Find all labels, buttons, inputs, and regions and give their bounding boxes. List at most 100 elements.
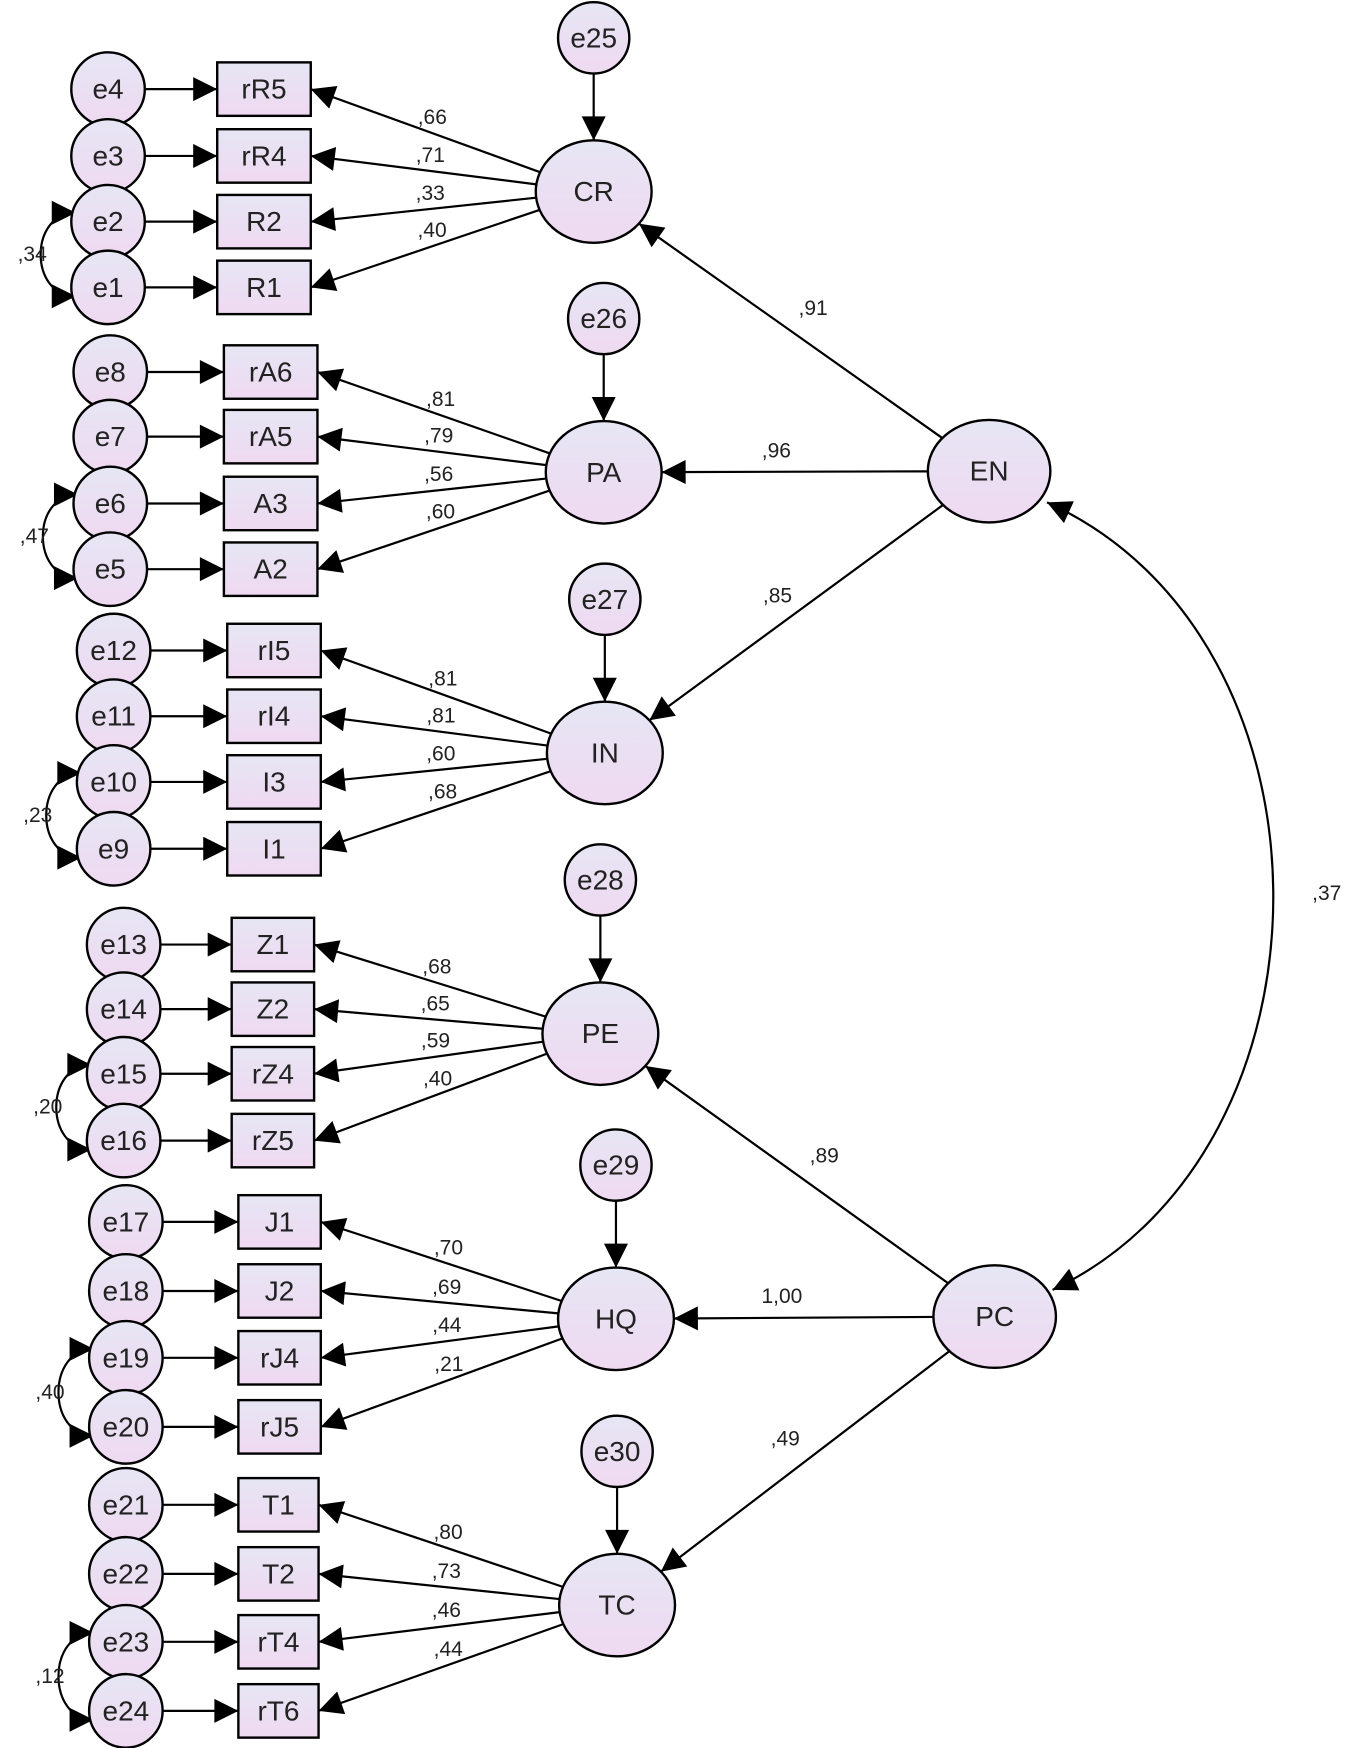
indicator-box-ri5	[226, 622, 322, 679]
latent-label-cr: CR	[573, 176, 613, 207]
loading-label-rt6: ,44	[434, 1638, 464, 1661]
disturbance-label-e30: e30	[594, 1436, 641, 1467]
error-label-e7: e7	[95, 421, 126, 452]
error-label-e2: e2	[92, 206, 123, 237]
latent-label-pe: PE	[582, 1018, 619, 1049]
error-e16	[85, 1102, 162, 1179]
loading-label-i1: ,68	[428, 781, 457, 804]
latent-factor-pe	[541, 981, 660, 1087]
loading-label-ri5: ,81	[428, 667, 457, 690]
indicator-box-t1	[237, 1476, 320, 1533]
indicator-label-rz4: rZ4	[252, 1058, 294, 1089]
indicator-box-j1	[237, 1193, 322, 1250]
loading-arrow-rt6	[318, 1623, 564, 1715]
error-label-e18: e18	[103, 1275, 150, 1306]
structural-label-en-in: ,85	[763, 584, 792, 607]
indicator-box-rt4	[237, 1613, 320, 1670]
disturbance-e27	[567, 562, 642, 637]
error-covariance-arc-1	[41, 482, 78, 591]
loading-arrow-rr5	[310, 85, 541, 174]
latent-label-in: IN	[591, 737, 619, 768]
loading-arrow-a3	[317, 477, 547, 513]
structural-label-pc-pe: ,89	[810, 1145, 839, 1168]
error-label-e16: e16	[100, 1125, 147, 1156]
indicator-box-j2	[237, 1263, 322, 1319]
indicator-box-i1	[226, 820, 322, 877]
latent-factor-in	[545, 700, 664, 806]
latent-factor-cr	[534, 139, 653, 245]
indicator-box-i3	[226, 753, 322, 810]
indicator-box-r2	[216, 193, 312, 250]
indicator-label-j2: J2	[265, 1275, 295, 1306]
indicator-box-ri4	[226, 688, 322, 745]
error-covariance-label-2: ,23	[23, 804, 52, 827]
loading-arrow-z1	[313, 940, 547, 1018]
disturbance-label-e26: e26	[580, 303, 627, 334]
error-label-e11: e11	[91, 701, 136, 732]
disturbance-label-e28: e28	[577, 864, 624, 895]
loading-arrow-i1	[320, 770, 552, 853]
disturbance-e26	[566, 281, 641, 356]
error-label-e21: e21	[103, 1489, 150, 1520]
structural-arrow-en-pa	[661, 460, 928, 485]
loading-arrow-t2	[318, 1564, 560, 1601]
loading-arrow-rt4	[318, 1611, 560, 1651]
loading-label-rr4: ,71	[416, 144, 445, 167]
loading-label-t2: ,73	[432, 1560, 461, 1583]
indicator-box-a2	[222, 541, 319, 598]
loading-arrow-rj4	[320, 1325, 559, 1367]
error-covariance-arc-5	[57, 1620, 94, 1732]
structural-label-pc-hq: 1,00	[761, 1285, 802, 1308]
error-label-e4: e4	[92, 74, 123, 105]
loading-arrow-r1	[310, 208, 540, 292]
loading-label-j1: ,70	[434, 1237, 463, 1260]
latent-label-pc: PC	[975, 1301, 1014, 1332]
loading-label-a2: ,60	[426, 500, 455, 523]
loading-arrow-rr4	[310, 147, 537, 186]
error-covariance-arc-2	[45, 761, 82, 870]
indicator-label-z1: Z1	[257, 929, 290, 960]
loading-arrow-j1	[320, 1217, 563, 1303]
error-label-e8: e8	[95, 357, 126, 388]
latent-factor-en	[926, 418, 1052, 524]
loading-label-a3: ,56	[424, 463, 453, 486]
disturbance-label-e27: e27	[581, 584, 628, 615]
loading-label-z2: ,65	[421, 992, 450, 1015]
paths-layer	[39, 73, 1275, 1732]
latent-label-pa: PA	[586, 457, 622, 488]
loading-arrow-t1	[318, 1501, 564, 1588]
indicator-label-rt4: rT4	[257, 1626, 299, 1657]
indicator-label-z2: Z2	[257, 994, 290, 1025]
coefficients-layer: ,66,71,33,40,34,81,79,56,60,47,81,81,60,…	[18, 106, 1342, 1688]
disturbance-label-e25: e25	[570, 22, 617, 53]
loading-label-rt4: ,46	[432, 1599, 461, 1622]
loading-label-rz5: ,40	[423, 1067, 452, 1090]
loading-arrow-z2	[314, 999, 543, 1030]
disturbance-e29	[579, 1128, 653, 1202]
loading-label-ra5: ,79	[424, 425, 453, 448]
indicator-box-rj4	[237, 1329, 322, 1386]
error-label-e23: e23	[103, 1626, 150, 1657]
indicator-label-ri4: rI4	[258, 701, 291, 732]
disturbance-label-e29: e29	[593, 1150, 640, 1181]
indicator-box-rt6	[237, 1682, 320, 1739]
indicator-label-rr4: rR4	[241, 140, 286, 171]
factor-correlation-label: ,37	[1312, 882, 1341, 905]
error-label-e12: e12	[90, 635, 137, 666]
loading-arrow-ri4	[320, 707, 548, 747]
indicator-label-a3: A3	[254, 488, 288, 519]
structural-arrow-pc-hq	[673, 1306, 934, 1331]
loading-label-t1: ,80	[433, 1521, 462, 1544]
disturbance-e25	[556, 1, 631, 75]
indicator-label-rj4: rJ4	[260, 1342, 299, 1373]
indicator-label-rt6: rT6	[257, 1695, 299, 1726]
structural-arrow-pc-tc	[660, 1350, 951, 1573]
loading-label-ri4: ,81	[426, 705, 455, 728]
error-label-e1: e1	[92, 272, 123, 303]
indicator-label-t1: T1	[262, 1489, 295, 1520]
error-label-e5: e5	[95, 554, 126, 585]
error-label-e13: e13	[100, 929, 147, 960]
indicator-label-rz5: rZ5	[252, 1125, 294, 1156]
